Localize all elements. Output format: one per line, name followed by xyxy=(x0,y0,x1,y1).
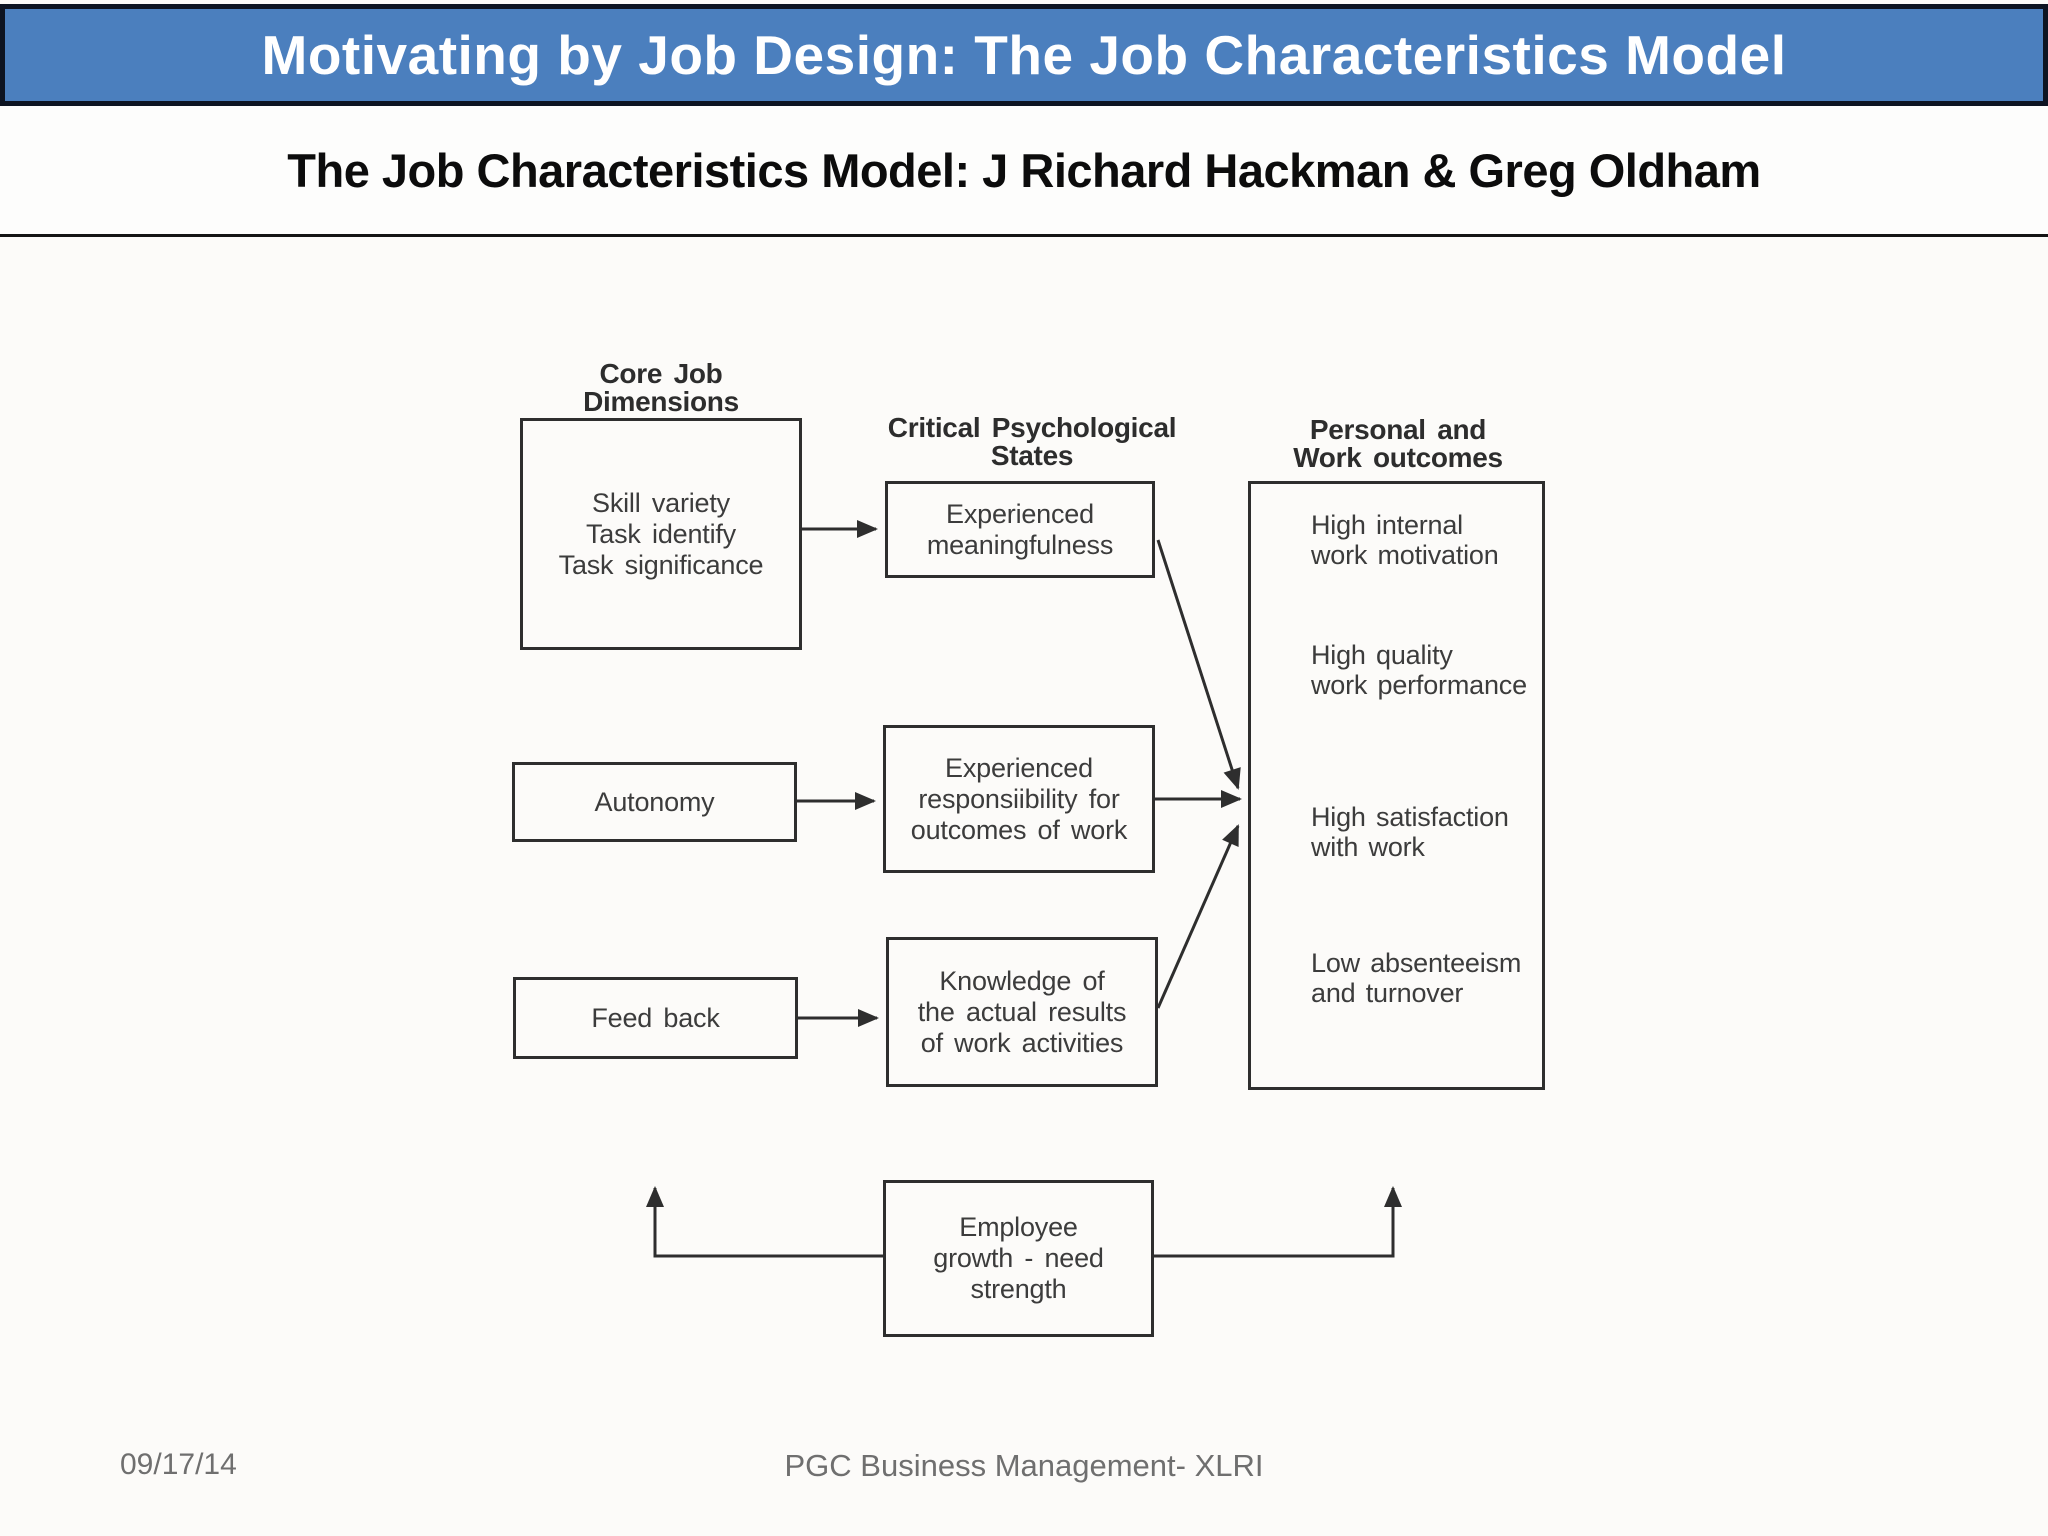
arrow-growth-moderator-right xyxy=(1154,1186,1402,1258)
outcome-item: Low absenteeism and turnover xyxy=(1311,948,1522,1008)
box-autonomy: Autonomy xyxy=(512,762,797,842)
slide-subtitle: The Job Characteristics Model: J Richard… xyxy=(287,143,1761,197)
outcome-item: High satisfaction with work xyxy=(1311,802,1509,862)
outcome-item: High quality work performance xyxy=(1311,640,1527,700)
arrow-knowledge-to-outcomes xyxy=(1156,824,1240,1009)
column-heading-core-job-dimensions: Core Job Dimensions xyxy=(583,358,739,417)
footer-date: 09/17/14 xyxy=(120,1448,237,1481)
column-heading-personal-and-work-outcomes: Personal and Work outcomes xyxy=(1293,414,1503,473)
box-outcomes: High internal work motivation High quali… xyxy=(1248,481,1545,1090)
box-employee-growth-need-strength: Employee growth - need strength xyxy=(883,1180,1154,1337)
column-heading-critical-psychological-states: Critical Psychological States xyxy=(887,412,1177,471)
box-knowledge-of-results: Knowledge of the actual results of work … xyxy=(886,937,1158,1087)
arrow-growth-moderator-left xyxy=(646,1186,883,1258)
box-feedback: Feed back xyxy=(513,977,798,1059)
box-experienced-responsibility: Experienced responsiibility for outcomes… xyxy=(883,725,1155,873)
subtitle-band: The Job Characteristics Model: J Richard… xyxy=(0,106,2048,237)
title-bar: Motivating by Job Design: The Job Charac… xyxy=(0,4,2048,106)
slide-title: Motivating by Job Design: The Job Charac… xyxy=(261,24,1787,86)
box-core-dimensions: Skill variety Task identify Task signifi… xyxy=(520,418,802,650)
outcome-item: High internal work motivation xyxy=(1311,510,1499,570)
box-experienced-meaningfulness: Experienced meaningfulness xyxy=(885,481,1155,578)
arrow-meaningfulness-to-outcomes xyxy=(1156,539,1241,790)
footer-credit: PGC Business Management- XLRI xyxy=(784,1448,1264,1483)
